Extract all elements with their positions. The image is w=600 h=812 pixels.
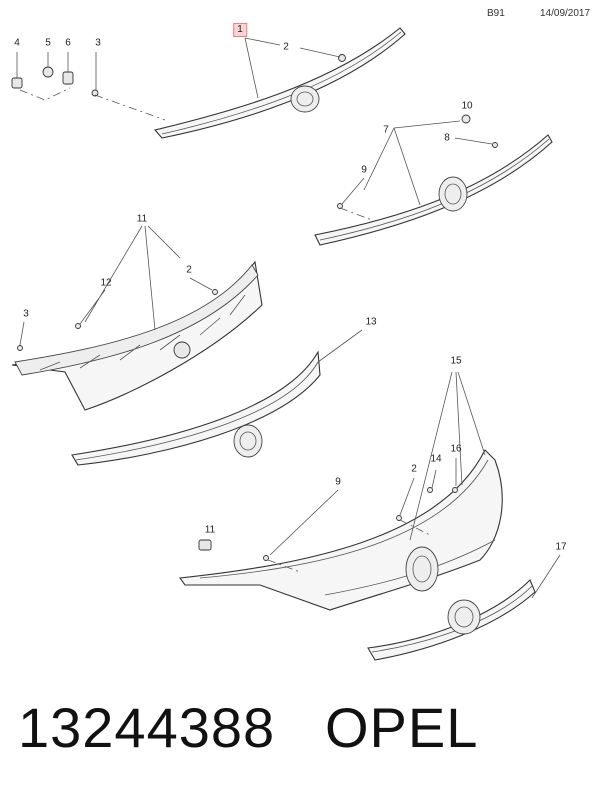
callout-1[interactable]: 1 — [233, 23, 247, 37]
callout-10[interactable]: 10 — [461, 100, 473, 112]
diagram-code: B91 — [487, 8, 505, 19]
tailgate-molding-part-15 — [179, 449, 503, 611]
callout-11[interactable]: 11 — [136, 213, 148, 225]
trim-strip-part-1 — [153, 27, 406, 139]
callout-6[interactable]: 6 — [65, 37, 71, 49]
callout-16[interactable]: 16 — [450, 443, 462, 455]
callout-11b[interactable]: 11 — [204, 524, 216, 536]
fasteners-top-left — [11, 54, 346, 97]
callout-9b[interactable]: 9 — [335, 476, 341, 488]
callout-9[interactable]: 9 — [361, 164, 367, 176]
brand-name: OPEL — [325, 696, 479, 759]
callout-13[interactable]: 13 — [365, 316, 377, 328]
callout-5[interactable]: 5 — [45, 37, 51, 49]
diagram-date: 14/09/2017 — [540, 8, 591, 19]
callout-2c[interactable]: 2 — [411, 463, 417, 475]
callout-12[interactable]: 12 — [100, 277, 112, 289]
callout-2[interactable]: 2 — [283, 41, 289, 53]
grille-assembly-part-11 — [11, 260, 263, 411]
callout-15[interactable]: 15 — [450, 355, 462, 367]
callout-3[interactable]: 3 — [95, 37, 101, 49]
callout-14[interactable]: 14 — [430, 453, 442, 465]
callout-4[interactable]: 4 — [14, 37, 20, 49]
callout-8[interactable]: 8 — [444, 132, 450, 144]
callout-7[interactable]: 7 — [383, 124, 389, 136]
part-number: 13244388 — [18, 696, 276, 759]
trim-strip-part-13 — [71, 350, 321, 466]
callout-2b[interactable]: 2 — [186, 264, 192, 276]
callout-17[interactable]: 17 — [555, 541, 567, 553]
trim-strip-part-7 — [314, 114, 553, 246]
callout-3b[interactable]: 3 — [23, 308, 29, 320]
trim-strip-part-17 — [367, 579, 536, 661]
